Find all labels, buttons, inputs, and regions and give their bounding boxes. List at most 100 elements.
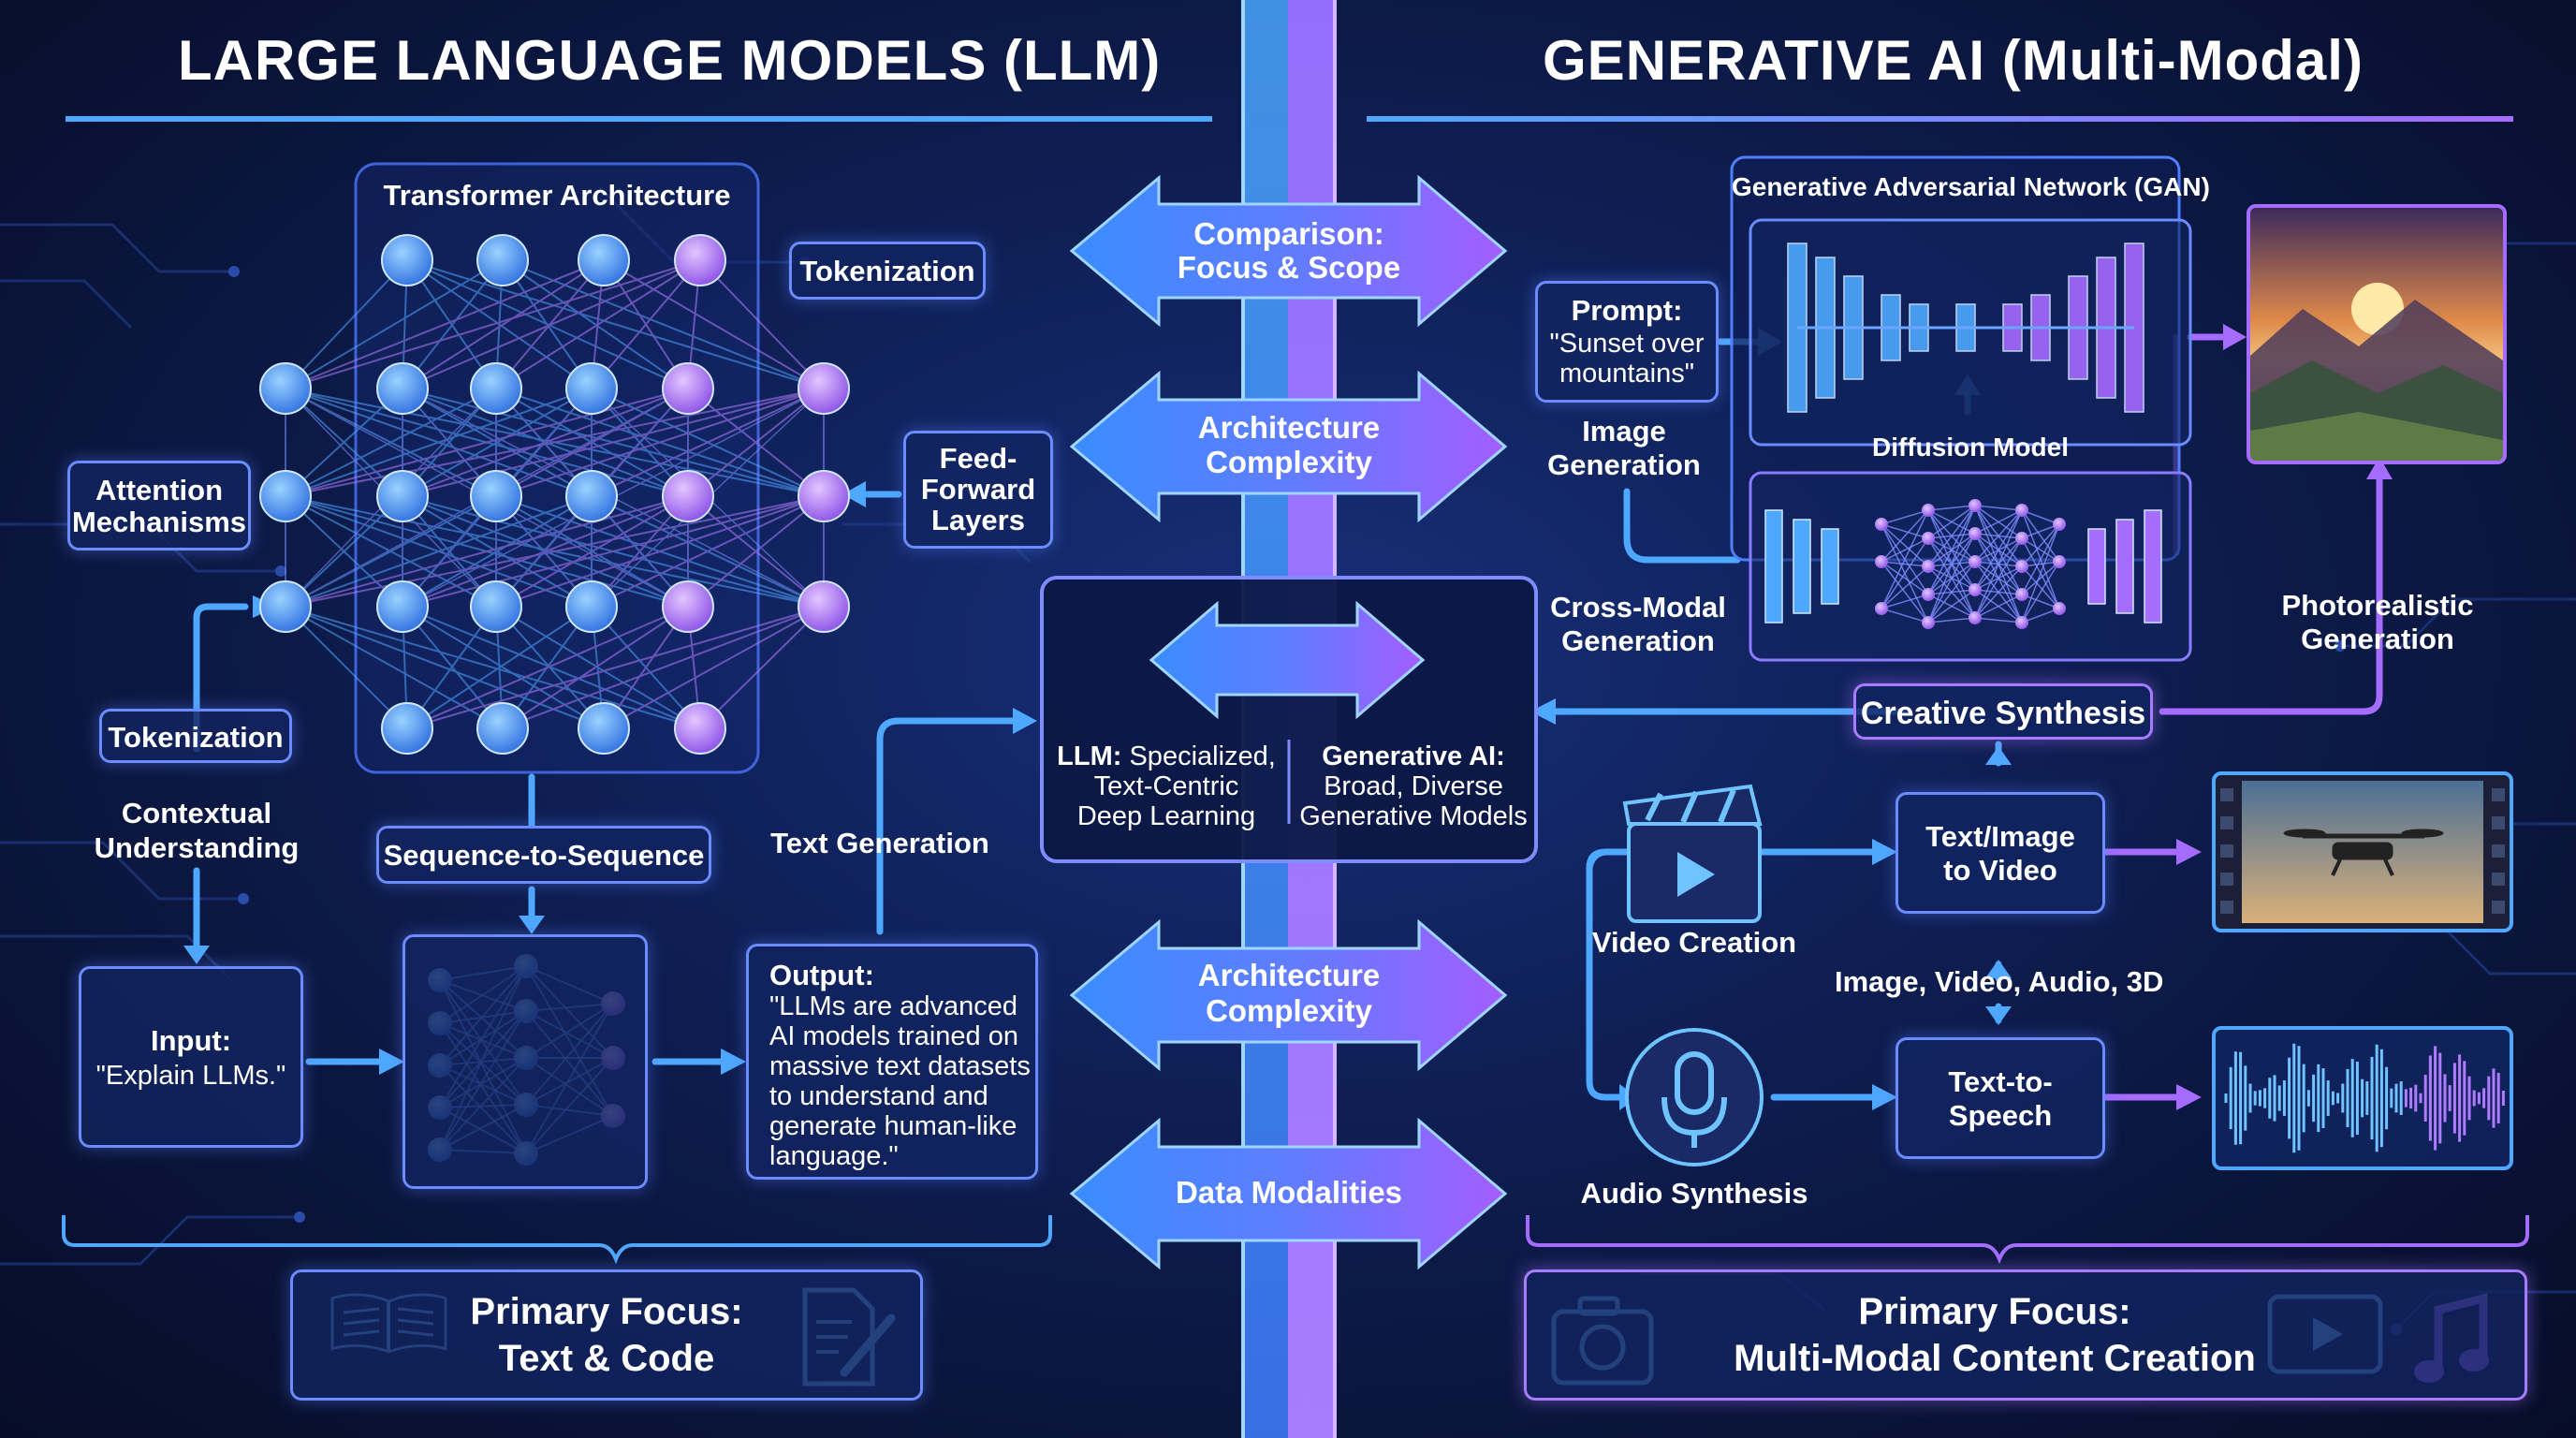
genai-focus-line2: Multi-Modal Content Creation — [1734, 1338, 2256, 1379]
diffusion-node — [1969, 611, 1982, 624]
diffusion-node — [1969, 499, 1982, 512]
network-node — [662, 470, 714, 522]
diffusion-node — [2053, 555, 2066, 568]
output-line5: generate human-like — [769, 1111, 1017, 1141]
diffusion-node — [1922, 532, 1935, 545]
network-node — [662, 580, 714, 633]
network-node — [476, 702, 529, 755]
output-line1: "LLMs are advanced — [769, 991, 1018, 1021]
image-generation-line2: Generation — [1547, 448, 1701, 481]
prompt-text-line1: "Sunset over — [1549, 329, 1705, 359]
network-node — [381, 234, 433, 286]
comparison-line1: Comparison: — [1193, 216, 1384, 251]
attention-line1: Attention — [95, 474, 224, 506]
network-node — [376, 470, 429, 522]
prompt-text-line2: mountains" — [1559, 359, 1695, 389]
llm-description: LLM: Specialized, — [1048, 741, 1284, 771]
architecture-arrow-bottom — [1069, 918, 1508, 1072]
llm-key: LLM: — [1057, 741, 1122, 771]
transformer-network — [259, 234, 850, 755]
output-label: Output: — [769, 959, 874, 991]
diffusion-layer — [2115, 519, 2134, 614]
genai-key: Generative AI: — [1322, 741, 1505, 771]
microphone-icon — [1625, 1028, 1764, 1167]
network-node — [470, 580, 522, 633]
contextual-line1: Contextual — [121, 797, 272, 829]
diffusion-layer — [2144, 509, 2162, 624]
diffusion-node — [1922, 588, 1935, 601]
diffusion-node — [2015, 532, 2028, 545]
input-label: Input: — [150, 1024, 232, 1057]
right-title-underline — [1367, 116, 2513, 122]
network-node — [565, 362, 618, 415]
diffusion-node — [1922, 616, 1935, 629]
comparison-arrow — [1069, 174, 1508, 328]
feed-forward-line2: Forward — [920, 473, 1036, 506]
diffusion-node — [2015, 616, 2028, 629]
text-generation-label: Text Generation — [770, 827, 989, 859]
diffusion-node — [1922, 560, 1935, 573]
network-node — [565, 580, 618, 633]
output-box: Output: "LLMs are advanced AI models tra… — [746, 944, 1038, 1180]
diffusion-node — [1969, 583, 1982, 596]
prompt-label: Prompt: — [1571, 294, 1683, 327]
attention-line2: Mechanisms — [71, 506, 247, 538]
tokenization-left-badge: Tokenization — [99, 709, 292, 763]
llm-desc-line1: Specialized, — [1129, 741, 1276, 771]
llm-desc-line3: Deep Learning — [1076, 801, 1256, 831]
photorealistic-line1: Photorealistic — [2281, 589, 2474, 622]
tts-box: Text-to- Speech — [1895, 1037, 2105, 1159]
text-image-video-line1: Text/Image — [1925, 820, 2075, 853]
network-node — [565, 470, 618, 522]
diffusion-node — [1875, 602, 1888, 615]
feed-forward-line3: Layers — [931, 504, 1025, 536]
diffusion-node — [2053, 518, 2066, 531]
comparison-line2: Focus & Scope — [1177, 250, 1401, 285]
network-node — [662, 362, 714, 415]
tokenization-top-badge: Tokenization — [789, 242, 986, 300]
seq2seq-network-box — [402, 934, 648, 1189]
output-line3: massive text datasets — [769, 1051, 1031, 1081]
video-creation-label: Video Creation — [1591, 926, 1797, 959]
architecture-top-line2: Complexity — [1206, 445, 1372, 479]
network-node — [381, 702, 433, 755]
llm-desc-line2: Text-Centric — [1093, 771, 1239, 801]
genai-focus-line1: Primary Focus: — [1858, 1291, 2131, 1332]
genai-title: GENERATIVE AI (Multi-Modal) — [1543, 29, 2364, 92]
photorealistic-line2: Generation — [2301, 623, 2454, 655]
text-image-video-line2: to Video — [1943, 854, 2057, 887]
network-node — [470, 362, 522, 415]
network-node — [476, 234, 529, 286]
diffusion-node — [2015, 504, 2028, 517]
network-node — [674, 702, 726, 755]
diffusion-node — [2015, 588, 2028, 601]
network-node — [376, 580, 429, 633]
tts-line2: Speech — [1948, 1099, 2053, 1132]
diffusion-layer — [1821, 528, 1839, 605]
audio-synthesis-label: Audio Synthesis — [1580, 1177, 1808, 1210]
audio-waveform — [2212, 1026, 2513, 1170]
transformer-label: Transformer Architecture — [383, 179, 731, 212]
tokenization-top-label: Tokenization — [799, 255, 975, 287]
network-node — [376, 362, 429, 415]
diffusion-layer — [1764, 509, 1783, 624]
network-node — [259, 362, 312, 415]
genai-desc-line2: Generative Models — [1299, 801, 1528, 831]
network-node — [798, 362, 850, 415]
output-line6: language." — [769, 1141, 899, 1171]
diffusion-node — [1875, 518, 1888, 531]
genai-desc-line1: Broad, Diverse — [1324, 771, 1503, 801]
architecture-top-line1: Architecture — [1197, 410, 1381, 445]
input-box: Input: "Explain LLMs." — [79, 966, 303, 1148]
seq2seq-label: Sequence-to-Sequence — [383, 839, 705, 872]
seq2seq-badge: Sequence-to-Sequence — [376, 826, 711, 884]
creative-synthesis-label: Creative Synthesis — [1860, 696, 2146, 731]
cross-modal-line2: Generation — [1561, 624, 1715, 657]
modalities-label: Image, Video, Audio, 3D — [1835, 965, 2164, 998]
network-node — [798, 470, 850, 522]
creative-synthesis-badge: Creative Synthesis — [1853, 683, 2153, 740]
clapperboard-icon — [1622, 784, 1763, 923]
network-node — [259, 470, 312, 522]
output-line4: to understand and — [769, 1081, 988, 1111]
tts-line1: Text-to- — [1948, 1065, 2053, 1098]
